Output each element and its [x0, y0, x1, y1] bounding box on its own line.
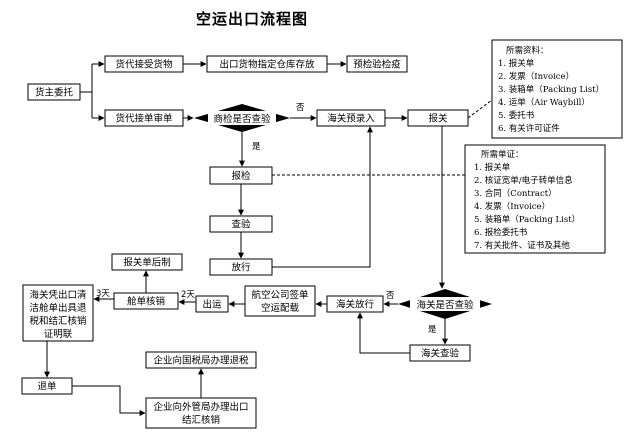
- edge-label-2-days: 2天: [181, 290, 195, 300]
- node-inspection: 查验: [209, 215, 273, 233]
- edge-label-yes-customs: 是: [428, 325, 437, 335]
- edge-declare-to-materials: [467, 99, 493, 119]
- node-declare-label: 报关: [428, 113, 448, 125]
- node-manifest-verify-label: 舱单核销: [127, 296, 166, 308]
- diagram-title: 空运出口流程图: [196, 10, 308, 28]
- materials-heading: 所需资料：: [506, 45, 549, 56]
- node-customs-inspection: 海关查验: [409, 344, 471, 362]
- materials-item: 4. 运单（Air Waybill）: [498, 97, 590, 108]
- node-customs-preentry-label: 海关预录入: [327, 113, 375, 125]
- node-export-warehouse: 出口货物指定仓库存放: [206, 55, 328, 73]
- documents-item: 6. 报检委托书: [474, 227, 528, 238]
- node-customs-certificate-line-3: 税和结汇核销: [29, 315, 87, 327]
- node-pre-inspection: 预检验检疫: [346, 55, 408, 73]
- node-declaration-later-label: 报关单后制: [123, 257, 171, 269]
- node-forwarder-receive-label: 货代接受货物: [115, 59, 173, 71]
- node-airline-sign-line-2: 空运配载: [261, 302, 300, 314]
- node-return-doc: 退单: [21, 377, 73, 395]
- documents-item: 4. 发票（Invoice）: [474, 201, 550, 212]
- node-customs-certificate-line-1: 海关凭出口清: [29, 289, 87, 301]
- node-customs-check: 海关是否查验: [398, 289, 492, 319]
- node-forwarder-review: 货代接单审单: [104, 109, 184, 127]
- materials-item: 3. 装箱单（Packing List）: [498, 84, 604, 95]
- node-forwarder-review-label: 货代接单审单: [115, 113, 173, 125]
- node-forex-line-1: 企业向外管局办理出口: [153, 401, 248, 413]
- edge-inspection-to-release: [357, 312, 410, 354]
- documents-item: 5. 装箱单（Packing List）: [474, 214, 580, 225]
- node-customs-release: 海关放行: [326, 295, 384, 313]
- node-tax-refund-label: 企业向国税局办理退税: [153, 355, 249, 367]
- node-airline-sign: 航空公司签单 空运配载: [244, 285, 316, 317]
- node-inspection-check: 商检是否查验: [194, 104, 290, 132]
- connectors: [44, 61, 493, 416]
- node-declaration-later: 报关单后制: [111, 253, 183, 271]
- node-customs-release-label: 海关放行: [336, 299, 375, 311]
- node-release-inspect-label: 放行: [231, 262, 251, 274]
- node-consignor-label: 货主委托: [35, 87, 74, 99]
- node-return-doc-label: 退单: [37, 381, 57, 393]
- node-customs-certificate-line-2: 洁舱单出具退: [29, 302, 87, 314]
- edge-label-no-customs: 否: [386, 291, 395, 301]
- node-customs-certificate-line-4: 证明联: [44, 329, 73, 340]
- node-customs-check-label: 海关是否查验: [416, 299, 474, 311]
- node-forwarder-receive: 货代接受货物: [104, 55, 184, 73]
- node-tax-refund: 企业向国税局办理退税: [145, 351, 257, 369]
- node-shipment-label: 出运: [202, 299, 222, 311]
- documents-item: 1. 报关单: [474, 162, 511, 173]
- edge-label-yes-inspection: 是: [252, 142, 261, 152]
- node-shipment: 出运: [195, 295, 229, 313]
- documents-heading: 所需单证：: [481, 149, 524, 160]
- node-inspection-check-label: 商检是否查验: [213, 113, 271, 125]
- edge-label-no-inspection: 否: [296, 103, 305, 113]
- node-forex: 企业向外管局办理出口 结汇核销: [145, 397, 257, 429]
- node-report-inspection-label: 报检: [231, 170, 251, 182]
- node-customs-certificate: 海关凭出口清 洁舱单出具退 税和结汇核销 证明联: [22, 284, 94, 342]
- node-forex-line-2: 结汇核销: [182, 414, 221, 426]
- node-customs-inspection-label: 海关查验: [421, 348, 460, 360]
- node-export-warehouse-label: 出口货物指定仓库存放: [219, 59, 315, 71]
- documents-item: 2. 核证宽单/电子转单信息: [474, 175, 573, 186]
- edge-return-to-forex: [72, 385, 146, 416]
- node-customs-preentry: 海关预录入: [316, 109, 386, 127]
- node-pre-inspection-label: 预检验检疫: [353, 59, 401, 71]
- materials-item: 5. 委托书: [498, 110, 535, 121]
- materials-item: 1. 报关单: [498, 58, 535, 69]
- node-manifest-verify: 舱单核销: [113, 292, 179, 310]
- documents-panel: 所需单证： 1. 报关单 2. 核证宽单/电子转单信息 3. 合同（Contra…: [464, 144, 606, 254]
- node-consignor: 货主委托: [27, 83, 81, 101]
- node-inspection-label: 查验: [231, 219, 251, 231]
- node-declare: 报关: [407, 109, 469, 127]
- materials-panel: 所需资料： 1. 报关单 2. 发票（Invoice） 3. 装箱单（Packi…: [491, 39, 623, 139]
- node-release-inspect: 放行: [209, 258, 273, 276]
- node-airline-sign-line-1: 航空公司签单: [251, 289, 309, 301]
- node-report-inspection: 报检: [209, 166, 273, 185]
- documents-item: 7. 有关批件、证书及其他: [474, 240, 570, 251]
- edge-label-3-days: 3天: [96, 289, 110, 299]
- materials-item: 6. 有关许可证件: [498, 123, 560, 134]
- edge-release-to-preentry: [272, 126, 373, 268]
- documents-item: 3. 合同（Contract）: [474, 188, 557, 199]
- materials-item: 2. 发票（Invoice）: [498, 71, 574, 82]
